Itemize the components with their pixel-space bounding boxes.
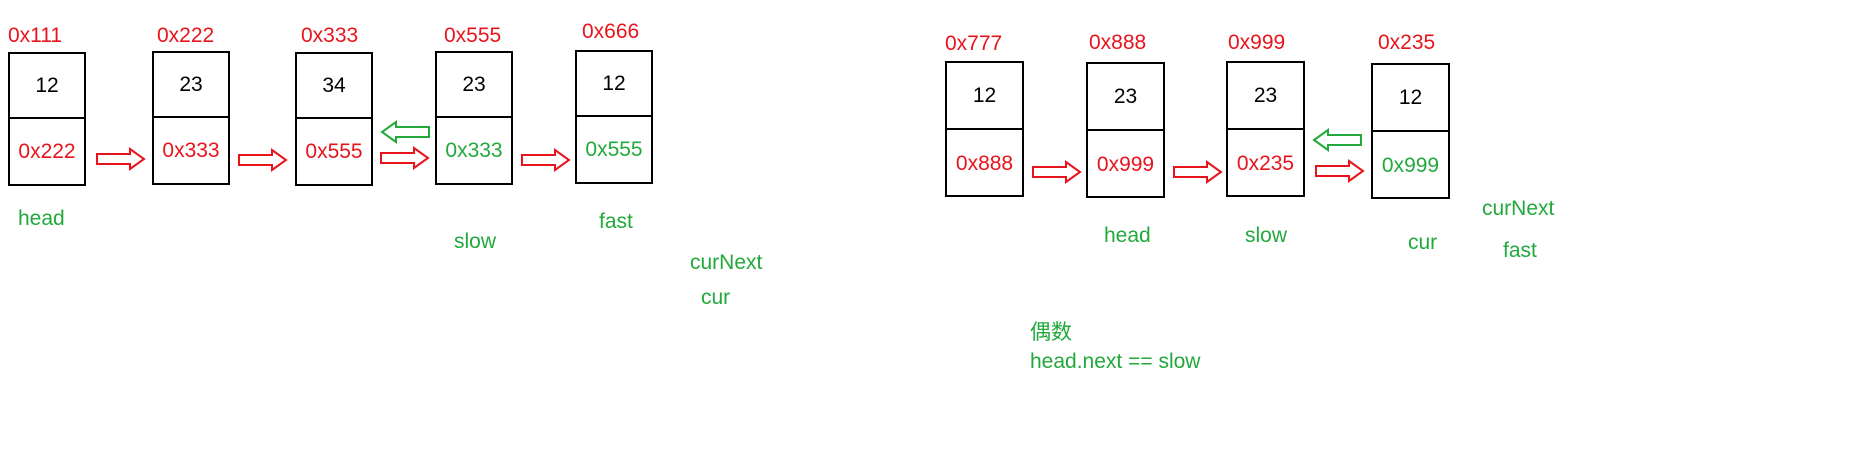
node-next: 0x999 (1381, 153, 1440, 177)
node-address: 0x333 (301, 24, 359, 47)
list-node: 23 0x235 (1226, 61, 1305, 197)
node-value: 23 (154, 53, 228, 118)
node-value: 12 (577, 52, 651, 117)
curnext-label: curNext (1482, 197, 1555, 220)
node-address: 0x235 (1378, 31, 1436, 54)
node-address: 0x888 (1089, 31, 1147, 54)
node-value: 34 (297, 54, 371, 119)
node-next: 0x999 (1096, 152, 1155, 176)
slow-label: slow (454, 230, 497, 253)
right-arrow-icon (1173, 160, 1223, 184)
node-value: 23 (437, 53, 511, 118)
right-arrow-icon (521, 148, 571, 172)
right-arrow-icon (1032, 160, 1082, 184)
condition-note: head.next == slow (1030, 350, 1201, 373)
node-value: 23 (1228, 63, 1303, 130)
node-next: 0x333 (162, 138, 220, 162)
list-node: 12 0x999 (1371, 63, 1450, 199)
node-address: 0x666 (582, 20, 640, 43)
right-arrow-icon (96, 147, 146, 171)
head-label: head (1104, 224, 1151, 247)
node-next: 0x555 (585, 137, 643, 161)
list-node: 12 0x222 (8, 52, 86, 186)
list-node: 34 0x555 (295, 52, 373, 186)
list-node: 23 0x999 (1086, 62, 1165, 198)
node-value: 12 (947, 63, 1022, 130)
right-arrow-icon (238, 148, 288, 172)
node-address: 0x777 (945, 32, 1003, 55)
node-address: 0x555 (444, 24, 502, 47)
node-address: 0x999 (1228, 31, 1286, 54)
head-label: head (18, 207, 65, 230)
node-address: 0x222 (157, 24, 215, 47)
list-node: 12 0x555 (575, 50, 653, 184)
slow-label: slow (1245, 224, 1288, 247)
right-arrow-icon (380, 146, 430, 170)
fast-label: fast (1503, 239, 1537, 262)
node-address: 0x111 (8, 24, 63, 47)
list-node: 23 0x333 (435, 51, 513, 185)
left-arrow-icon (380, 120, 430, 144)
node-next: 0x222 (18, 139, 76, 163)
even-note: 偶数 (1030, 320, 1072, 344)
node-next: 0x555 (305, 139, 363, 163)
left-arrow-icon (1312, 128, 1362, 152)
node-value: 12 (10, 54, 84, 119)
node-next: 0x235 (1236, 151, 1295, 175)
list-node: 12 0x888 (945, 61, 1024, 197)
node-next: 0x888 (955, 151, 1014, 175)
fast-label: fast (599, 210, 633, 233)
node-value: 12 (1373, 65, 1448, 132)
node-value: 23 (1088, 64, 1163, 131)
curnext-label: curNext (690, 251, 763, 274)
cur-label: cur (1408, 231, 1438, 254)
cur-label: cur (701, 286, 731, 309)
list-node: 23 0x333 (152, 51, 230, 185)
right-arrow-icon (1315, 159, 1365, 183)
node-next: 0x333 (445, 138, 503, 162)
